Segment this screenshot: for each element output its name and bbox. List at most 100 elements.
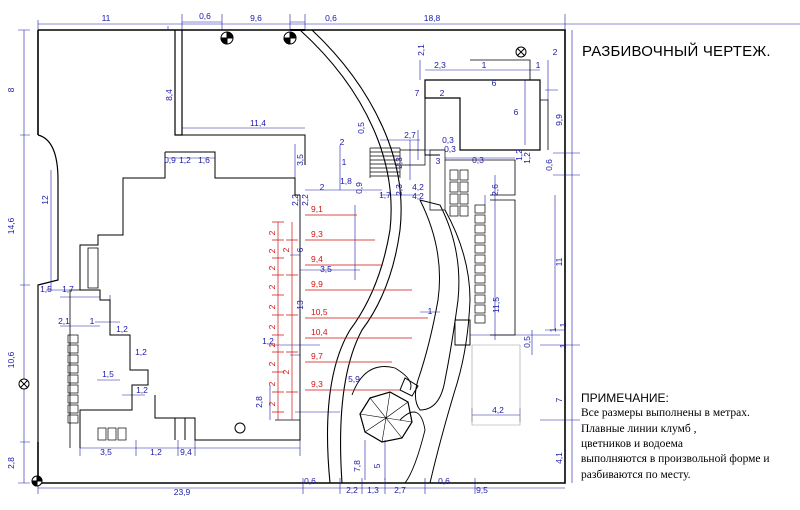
dim-inner-30: 2,2 xyxy=(300,194,310,206)
dim-inner-7: 2 xyxy=(320,182,325,192)
dim-bottom-6: 9,5 xyxy=(476,485,488,495)
dim-red-15: 2 xyxy=(267,361,277,366)
dim-red-17: 2 xyxy=(267,401,277,406)
dim-red-10: 2 xyxy=(267,265,277,270)
dim-left-6: 1,7 xyxy=(62,284,74,294)
dim-bottom-8: 3,5 xyxy=(100,447,112,457)
dim-inner-28: 1 xyxy=(482,60,487,70)
drawing-title: РАЗБИВОЧНЫЙ ЧЕРТЕЖ. xyxy=(582,42,771,60)
dim-inner-35: 1,5 xyxy=(102,369,114,379)
dim-inner-25: 6 xyxy=(514,107,519,117)
dim-red-1: 9,3 xyxy=(311,229,323,239)
dim-right-10: 2,6 xyxy=(490,184,500,196)
dim-inner-14: 4,2 xyxy=(412,182,424,192)
dim-red-2: 9,4 xyxy=(311,254,323,264)
dim-red-8: 2 xyxy=(267,230,277,235)
dim-right-0: 9,9 xyxy=(554,114,564,126)
dim-red-0: 9,1 xyxy=(311,204,323,214)
dim-inner-24: 6 xyxy=(492,78,497,88)
cross-marker xyxy=(18,378,30,390)
dim-bottom-2: 2,2 xyxy=(346,485,358,495)
dim-inner-8: 1 xyxy=(342,157,347,167)
note-line: Все размеры выполнены в метрах. xyxy=(581,407,750,419)
dim-red-4: 10,5 xyxy=(311,307,328,317)
blue-dimension-labels: 11 0,6 9,6 0,6 18,8 2 8 14,6 10,6 2,8 12… xyxy=(6,11,568,497)
dim-right-3: 1 xyxy=(558,322,568,327)
dim-right-2: 11 xyxy=(554,257,564,266)
dim-right-4: 0,5 xyxy=(522,336,532,348)
dim-left-0: 8 xyxy=(6,87,16,92)
dim-inner-21: 2,3 xyxy=(434,60,446,70)
dim-inner-37: 2,8 xyxy=(254,396,264,408)
dim-left-3: 2,8 xyxy=(6,457,16,469)
dim-right-6: 7 xyxy=(554,397,564,402)
note-line: цветников и водоема xyxy=(581,438,683,450)
dim-inner-45: 13 xyxy=(295,300,305,310)
dim-inner-4: 1,2 xyxy=(179,155,191,165)
dim-inner-22: 1 xyxy=(536,60,541,70)
dim-top-5: 2 xyxy=(553,47,558,57)
dim-inner-27: 3 xyxy=(436,156,441,166)
dim-inner-10: 0,9 xyxy=(354,182,364,194)
red-dimension-labels: 9,1 9,3 9,4 9,9 10,5 10,4 9,7 9,3 2 2 2 … xyxy=(267,204,328,406)
dim-left-1: 14,6 xyxy=(6,217,16,234)
dim-inner-20: 1,2 xyxy=(522,152,532,164)
dim-inner-26: 7 xyxy=(415,88,420,98)
dim-red-9: 2 xyxy=(267,248,277,253)
dim-left-8: 1 xyxy=(90,316,95,326)
dim-top-2: 9,6 xyxy=(250,13,262,23)
dim-inner-34: 1,2 xyxy=(136,385,148,395)
dim-red-3: 9,9 xyxy=(311,279,323,289)
dim-inner-44: 6 xyxy=(295,247,305,252)
dim-inner-43: 3,5 xyxy=(320,264,332,274)
dim-red-6: 9,7 xyxy=(311,351,323,361)
cross-marker xyxy=(220,31,234,45)
dim-bottom-1: 0,6 xyxy=(304,476,316,486)
dim-inner-18: 0,3 xyxy=(444,144,456,154)
dim-top-1: 0,6 xyxy=(199,11,211,21)
dim-inner-6: 3,5 xyxy=(295,154,305,166)
dim-bottom-10: 9,4 xyxy=(180,447,192,457)
dim-red-16: 2 xyxy=(267,381,277,386)
dim-right-5: 1 xyxy=(558,343,568,348)
dim-inner-33: 1,2 xyxy=(135,347,147,357)
dim-inner-36: 1,2 xyxy=(262,336,274,346)
dim-left-2: 10,6 xyxy=(6,351,16,368)
dim-inner-42: 1,2 xyxy=(514,149,524,161)
dim-inner-29: 2,2 xyxy=(290,194,300,206)
dim-inner-11: 1,7 xyxy=(379,190,391,200)
dim-inner-12: 2,3 xyxy=(394,157,404,169)
dim-left-5: 1,5 xyxy=(40,284,52,294)
cross-marker xyxy=(283,31,297,45)
dim-bottom-4: 2,7 xyxy=(394,485,406,495)
dim-inner-41: 1 xyxy=(428,306,433,316)
dim-top-3: 0,6 xyxy=(325,13,337,23)
dim-bottom-5: 0,6 xyxy=(438,476,450,486)
dim-inner-1: 11,4 xyxy=(250,118,266,128)
note-heading: ПРИМЕЧАНИЕ: xyxy=(581,391,669,405)
dim-inner-13: 2,3 xyxy=(394,184,404,196)
dim-inner-46: 1 xyxy=(548,327,558,332)
dim-bottom-7: 4,2 xyxy=(492,405,504,415)
dim-red-19: 2 xyxy=(281,369,291,374)
curved-paths xyxy=(299,29,471,484)
dim-inner-9: 1,8 xyxy=(340,176,352,186)
note-block: ПРИМЕЧАНИЕ: Все размеры выполнены в метр… xyxy=(578,391,770,481)
survey-markers xyxy=(18,31,527,487)
dim-inner-15: 2,7 xyxy=(404,130,416,140)
dim-inner-16: 2,1 xyxy=(416,44,426,56)
dim-inner-32: 1,2 xyxy=(116,324,128,334)
hardscape-outlines xyxy=(67,29,549,448)
dim-bottom-3: 1,3 xyxy=(367,485,379,495)
dim-right-8: 4,2 xyxy=(412,191,424,201)
cross-marker xyxy=(515,46,527,58)
dim-red-5: 10,4 xyxy=(311,327,328,337)
note-line: разбиваются по месту. xyxy=(581,469,691,481)
dim-top-4: 18,8 xyxy=(424,13,441,23)
dim-red-18: 2 xyxy=(281,247,291,252)
dim-inner-38: 7,8 xyxy=(352,460,362,472)
dim-inner-31: 2 xyxy=(340,137,345,147)
dim-left-4: 12 xyxy=(40,195,50,205)
dim-right-9: 11,5 xyxy=(491,297,501,313)
